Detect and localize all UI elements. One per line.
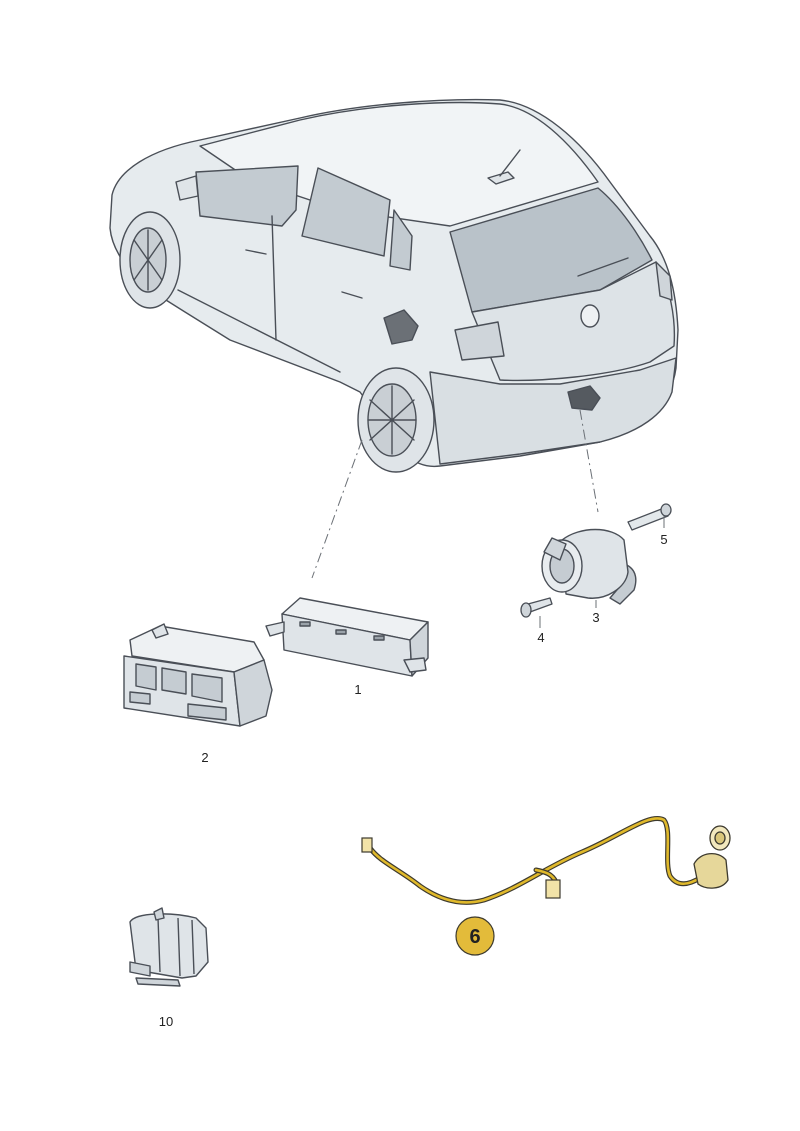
callout-10: 10 [159,1014,173,1029]
relay-box-slot-5 [187,703,227,721]
leader-to-control-unit [311,439,363,579]
car-sill [177,289,341,373]
car-taillight-right [655,261,673,301]
car-roof [199,101,599,227]
control-unit-tab-left [265,621,285,637]
relay-box-icon [123,623,273,727]
insert-top-clip [153,907,165,921]
callout-3: 3 [592,610,599,625]
car-icon [109,98,679,473]
socket-lid [543,537,567,561]
harness-cable [368,817,702,904]
leader-to-socket [579,409,599,513]
badge-label: 6 [469,926,480,948]
car-handle-rear [341,291,363,299]
branch-plug-icon [545,879,561,899]
insert-bottom-tab [135,977,181,987]
harness-cable-outline [367,816,703,905]
control-unit-icon [265,597,429,677]
bolt-head [660,503,672,517]
car-badge [580,304,600,328]
car-front-window [195,165,299,227]
callout-leaders [539,516,665,628]
screw-icon [520,597,553,618]
relay-box-slot-1 [135,663,157,691]
car-door-line [271,215,277,341]
relay-box-slot-3 [191,673,223,703]
car-rear-bumper [429,357,677,465]
harness-socket-icon [693,825,731,889]
callout-5: 5 [660,532,667,547]
leader-lines [311,409,599,579]
car-fuel-flap [383,309,419,345]
relay-box-slot-4 [129,691,151,705]
socket-insert-icon [129,907,209,987]
screw-head [520,602,532,618]
car-taillight-left [454,321,505,361]
relay-box-side [233,659,273,727]
car-rear-windscreen [449,187,653,313]
harness-socket-body [693,853,729,889]
insert-base [129,961,151,977]
control-unit-label-2 [335,629,347,635]
socket-icon [541,528,637,605]
relay-box-slot-2 [161,667,187,695]
callout-2: 2 [201,750,208,765]
wiring-harness-icon [361,816,731,905]
callout-1: 1 [354,682,361,697]
insert-body [129,913,209,979]
relay-box-clip [151,623,169,639]
callout-badge-6: 6 [455,916,495,956]
control-unit-label-3 [373,635,385,641]
harness-socket-cap-inner [714,831,726,845]
car-mirror [175,175,199,201]
control-unit-label-1 [299,621,311,627]
insert-rings [157,917,195,977]
bolt-icon [627,503,672,531]
car-front-spokes [133,229,163,291]
callout-4: 4 [537,630,544,645]
car-antenna-mast [499,149,521,177]
control-unit-tab-right [403,657,427,673]
car-rear-wiper [577,257,629,277]
car-quarter-window [389,209,413,271]
car-rear-window [301,167,391,257]
car-tow-socket-recess [567,385,601,411]
car-handle-front [245,249,267,255]
plug-icon [361,837,373,853]
badge-circle [455,916,495,956]
car-rear-spokes [367,385,417,455]
